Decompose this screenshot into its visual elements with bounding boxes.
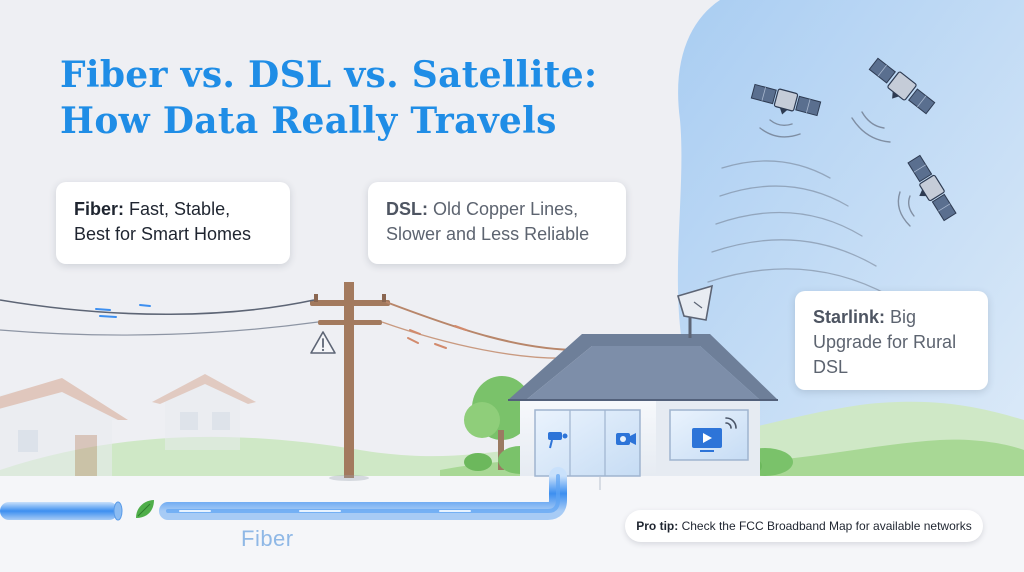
fiber-card-label: Fiber: (74, 199, 125, 219)
pole-shadow (329, 475, 369, 481)
copper-wire-upper (385, 301, 581, 351)
fiber-wire-upper (0, 299, 315, 316)
page-title: Fiber vs. DSL vs. Satellite: How Data Re… (60, 52, 597, 144)
starlink-card-label: Starlink: (813, 307, 886, 327)
background-house-2 (152, 374, 256, 450)
video-camera-icon (616, 433, 636, 445)
signal-waves-icon (759, 111, 915, 227)
dsl-card-line-1: Old Copper Lines, (433, 199, 579, 219)
copper-wire-lower (381, 321, 571, 359)
dsl-card-line-2: Slower and Less Reliable (386, 224, 590, 244)
signal-waves-icon (707, 160, 891, 297)
leaf-icon (136, 500, 154, 518)
satellite-icon (868, 57, 936, 115)
fiber-cable (0, 467, 567, 521)
security-camera-icon (548, 432, 568, 449)
utility-pole (310, 282, 390, 478)
pro-tip-label: Pro tip: (636, 519, 679, 533)
dsl-card-label: DSL: (386, 199, 428, 219)
starlink-card-line-2: Upgrade for Rural (813, 332, 957, 352)
starlink-card-line-3: DSL (813, 357, 849, 377)
fiber-wire-lower (0, 321, 319, 336)
satellite-icon (907, 154, 957, 222)
satellite-dish-icon (677, 284, 714, 338)
pro-tip-banner: Pro tip: Check the FCC Broadband Map for… (625, 510, 983, 542)
main-house (508, 334, 778, 490)
fiber-card-line-2: Best for Smart Homes (74, 224, 252, 244)
starlink-card: Starlink: Big Upgrade for Rural DSL (795, 291, 988, 390)
warning-icon (310, 331, 336, 354)
copper-signal-dashes (407, 325, 467, 349)
dsl-card: DSL: Old Copper Lines, Slower and Less R… (368, 182, 626, 264)
smart-tv-icon (692, 428, 722, 452)
background-house-1 (0, 378, 128, 476)
pro-tip-text: Check the FCC Broadband Map for availabl… (681, 519, 972, 533)
wifi-icon (725, 417, 737, 429)
fiber-card-line-1: Fast, Stable, (129, 199, 231, 219)
fiber-card: Fiber: Fast, Stable, Best for Smart Home… (56, 182, 290, 264)
page-title-line-2: How Data Really Travels (60, 100, 557, 142)
starlink-card-line-1: Big (890, 307, 917, 327)
fiber-cable-label: Fiber (241, 526, 294, 551)
page-title-line-1: Fiber vs. DSL vs. Satellite: (60, 54, 598, 96)
satellite-icon (750, 83, 822, 117)
fiber-signal-dashes (95, 304, 151, 318)
